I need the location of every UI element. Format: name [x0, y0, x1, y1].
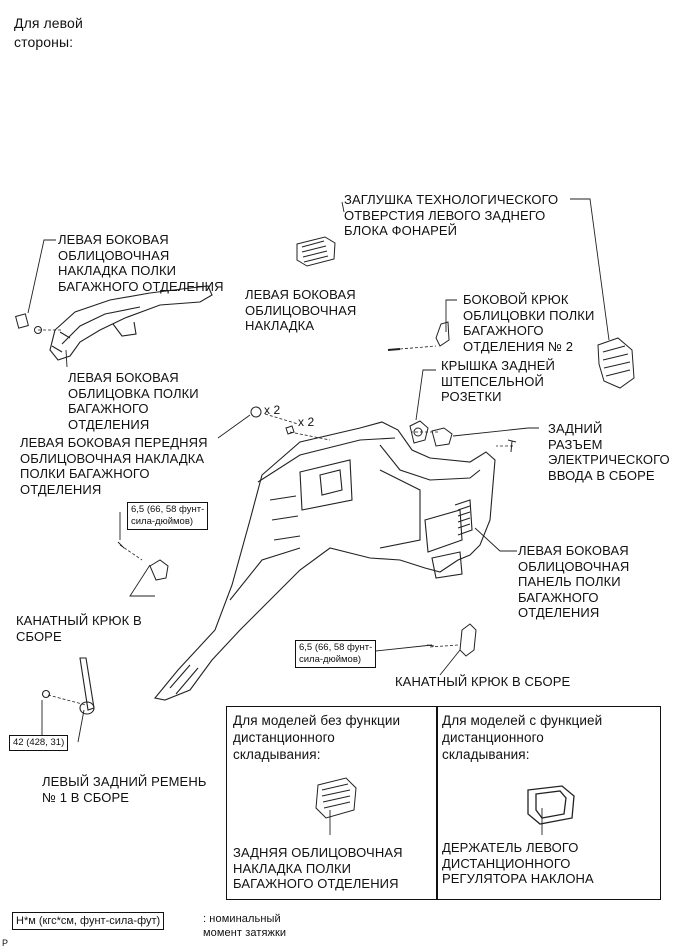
variant-box-left [226, 706, 438, 900]
variant-left-heading: Для моделей без функции дистанционного с… [233, 713, 401, 762]
cap-plug-part [597, 337, 635, 389]
socket-cover-part [409, 420, 453, 447]
label-rope-hook-left: КАНАТНЫЙ КРЮК В СБОРЕ [16, 613, 142, 644]
legend-description: : номинальный момент затяжки [203, 913, 287, 939]
trim-cover-part [296, 236, 336, 267]
variant-left-part-label: ЗАДНЯЯ ОБЛИЦОВОЧНАЯ НАКЛАДКА ПОЛКИ БАГАЖ… [233, 845, 403, 891]
corner-mark: P [2, 938, 9, 948]
variant-right-heading: Для моделей с функцией дистанционного ск… [442, 713, 603, 762]
label-side-hook: БОКОВОЙ КРЮК ОБЛИЦОВКИ ПОЛКИ БАГАЖНОГО О… [463, 292, 595, 354]
leader-lines [27, 198, 610, 835]
torque-box-3: 42 (428, 31) [9, 735, 69, 751]
label-trim-board: ЛЕВАЯ БОКОВАЯ ОБЛИЦОВКА ПОЛКИ БАГАЖНОГО … [68, 370, 199, 432]
label-trim-cover: ЛЕВАЯ БОКОВАЯ ОБЛИЦОВОЧНАЯ НАКЛАДКА [245, 287, 357, 333]
variant-right-part-label: ДЕРЖАТЕЛЬ ЛЕВОГО ДИСТАНЦИОННОГО РЕГУЛЯТО… [442, 840, 594, 886]
rope-hook-left-part [117, 541, 169, 581]
label-trim-panel: ЛЕВАЯ БОКОВАЯ ОБЛИЦОВОЧНАЯ ПАНЕЛЬ ПОЛКИ … [518, 543, 630, 620]
label-cap-plug: ЗАГЛУШКА ТЕХНОЛОГИЧЕСКОГО ОТВЕРСТИЯ ЛЕВО… [344, 192, 559, 238]
variant-trim-cover-part [315, 777, 357, 819]
legend-unit-box: Н*м (кгс*см, фунт-сила-фут) [12, 912, 165, 930]
label-qty-2: x 2 [298, 415, 315, 429]
label-power-outlet: ЗАДНИЙ РАЗЪЕМ ЭЛЕКТРИЧЕСКОГО ВВОДА В СБО… [548, 421, 670, 483]
label-qty-1: x 2 [264, 403, 281, 417]
main-trim-panel-part [153, 421, 496, 701]
upper-trim-cover-part [49, 285, 213, 361]
variant-holder-part [527, 785, 575, 825]
label-belt: ЛЕВЫЙ ЗАДНИЙ РЕМЕНЬ № 1 В СБОРЕ [42, 774, 207, 805]
label-trim-cover-upper: ЛЕВАЯ БОКОВАЯ ОБЛИЦОВОЧНАЯ НАКЛАДКА ПОЛК… [58, 232, 224, 294]
torque-box-1: 6,5 (66, 58 фунт- сила-дюймов) [127, 502, 209, 530]
rope-hook-right-part [426, 623, 477, 657]
side-note: Для левой стороны: [14, 15, 83, 50]
dashed-lines [38, 329, 513, 706]
variant-box-right [436, 706, 661, 900]
torque-box-2: 6,5 (66, 58 фунт- сила-дюймов) [295, 640, 377, 668]
label-front-trim-cover: ЛЕВАЯ БОКОВАЯ ПЕРЕДНЯЯ ОБЛИЦОВОЧНАЯ НАКЛ… [20, 435, 208, 497]
belt-part [41, 657, 95, 715]
side-hook-part [387, 321, 450, 351]
label-socket-cover: КРЫШКА ЗАДНЕЙ ШТЕПСЕЛЬНОЙ РОЗЕТКИ [441, 358, 555, 404]
label-rope-hook-right: КАНАТНЫЙ КРЮК В СБОРЕ [395, 674, 571, 689]
